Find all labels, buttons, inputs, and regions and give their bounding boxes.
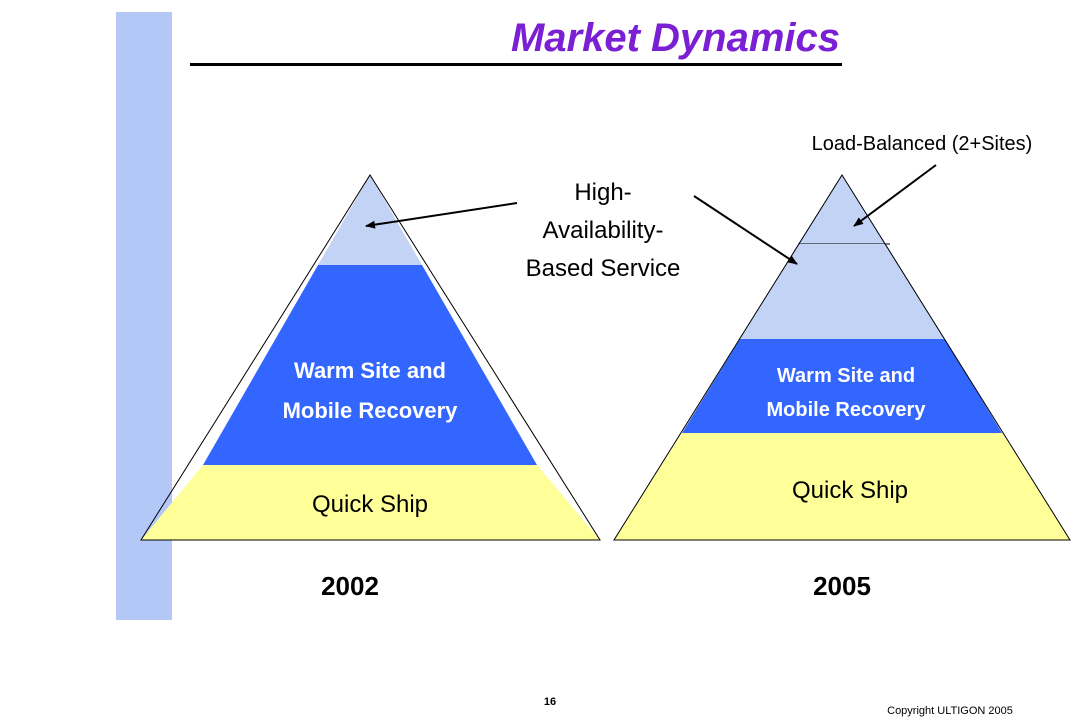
load-balanced-label: Load-Balanced (2+Sites) <box>812 133 1033 155</box>
pyramid-2005-warm-site-label-line1: Warm Site and <box>777 365 915 387</box>
pyramid-2005-high-availability-tier <box>740 244 945 339</box>
high-availability-label-line1: High- <box>574 179 631 206</box>
arrow-to-2005-high-availability-tier <box>693 195 798 265</box>
pyramid-2002-warm-site-label-line2: Mobile Recovery <box>283 398 459 423</box>
arrow-to-2005-top-tier <box>853 164 937 227</box>
slide-number: 16 <box>543 696 557 708</box>
high-availability-label-line3: Based Service <box>526 255 681 282</box>
pyramid-2005-outline <box>613 174 1071 541</box>
pyramid-2002: Warm Site and Mobile Recovery Quick Ship… <box>140 174 601 601</box>
pyramid-2002-quick-ship-label: Quick Ship <box>312 491 428 518</box>
page-title: Market Dynamics <box>510 16 840 60</box>
pyramid-2002-quick-ship-tier <box>141 465 600 540</box>
pyramid-2005: Warm Site and Mobile Recovery Quick Ship… <box>613 174 1071 601</box>
load-balanced-callout: Load-Balanced (2+Sites) <box>812 133 1033 227</box>
pyramid-2002-warm-site-label-line1: Warm Site and <box>294 358 446 383</box>
copyright-notice: Copyright ULTIGON 2005 <box>887 705 1013 717</box>
title-underline <box>190 63 842 66</box>
pyramid-2002-high-availability-tier <box>318 175 422 265</box>
pyramid-2005-warm-site-tier <box>682 339 1002 433</box>
high-availability-callout: High- Availability- Based Service <box>365 179 798 282</box>
pyramid-2005-year-label: 2005 <box>813 571 871 601</box>
pyramid-2005-quick-ship-tier <box>614 433 1070 540</box>
pyramid-2002-warm-site-tier <box>203 265 537 465</box>
pyramid-2005-quick-ship-label: Quick Ship <box>792 477 908 504</box>
pyramid-2005-warm-site-label-line2: Mobile Recovery <box>767 399 927 421</box>
high-availability-label-line2: Availability- <box>543 217 664 244</box>
arrow-to-2002-top-tier <box>365 202 518 229</box>
pyramid-2002-outline <box>140 174 601 541</box>
pyramid-2005-load-balanced-tier <box>798 175 886 244</box>
pyramid-2002-year-label: 2002 <box>321 571 379 601</box>
